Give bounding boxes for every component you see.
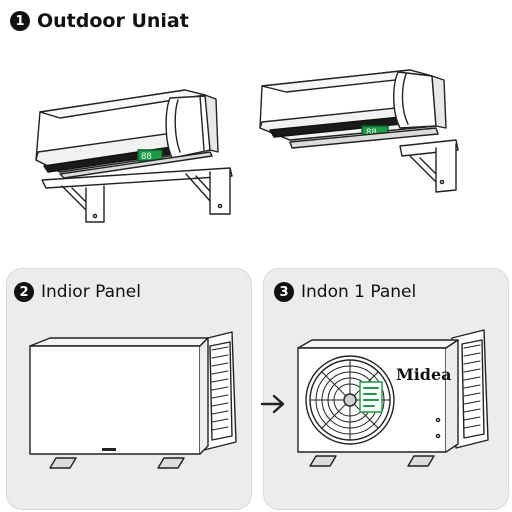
step-2-title: 2 Indior Panel	[14, 282, 141, 302]
outdoor-unit: Midea	[297, 329, 489, 467]
brand-label: Midea	[396, 365, 452, 384]
label-sticker-icon	[359, 381, 383, 413]
indoor-unit-right: 88	[259, 69, 447, 149]
mounting-bracket-icon	[41, 167, 233, 223]
display-readout-right: 88	[366, 128, 377, 138]
step-1-title: 1 Outdoor Uniat	[10, 10, 189, 32]
indoor-panel-box	[29, 331, 237, 469]
mounting-bracket-icon-right	[399, 139, 459, 193]
step-3-label: Indon 1 Panel	[301, 282, 417, 302]
indoor-unit-left: 88	[35, 89, 219, 179]
fan-grille-icon	[305, 355, 395, 445]
step-1-badge: 1	[10, 11, 30, 31]
step-1-label: Outdoor Uniat	[37, 10, 189, 32]
step-2-badge: 2	[14, 282, 34, 302]
step-3-title: 3 Indon 1 Panel	[274, 282, 416, 302]
arrow-right-icon	[260, 394, 285, 414]
step-2-label: Indior Panel	[41, 282, 141, 302]
step-3-badge: 3	[274, 282, 294, 302]
display-readout-left: 88	[141, 152, 152, 162]
